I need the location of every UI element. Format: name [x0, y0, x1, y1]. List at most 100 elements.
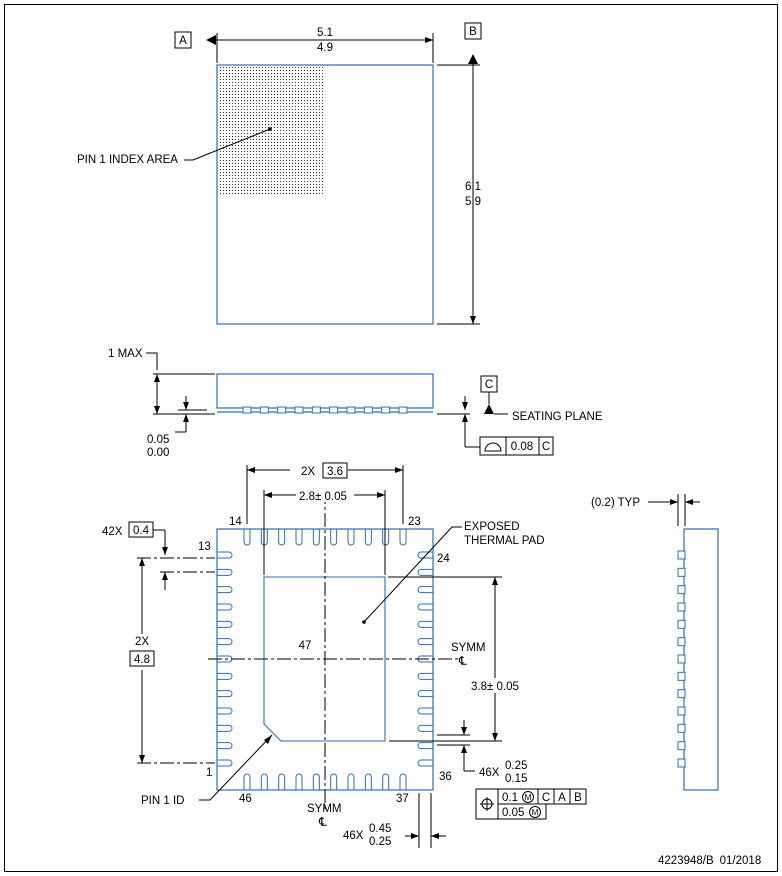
lead-right	[417, 690, 433, 698]
lead-len-arrow-bottom	[461, 745, 467, 753]
lead-right	[417, 672, 433, 680]
seating-plane-label: SEATING PLANE	[512, 411, 603, 423]
datum-b-arrow	[468, 54, 478, 64]
package-body-right-side	[683, 528, 719, 791]
lead-bottom	[278, 773, 286, 790]
lead-top	[330, 529, 338, 546]
standoff-max: 0.05	[147, 434, 169, 446]
lead-bottom	[364, 773, 372, 790]
span-count: 2X	[301, 466, 315, 478]
centerline-symbol-bottom: ℄	[318, 815, 327, 829]
standoff-arrow-bottom	[183, 414, 189, 422]
lead-bottom	[330, 773, 338, 790]
lead-top	[347, 529, 355, 546]
side-lead	[294, 406, 304, 414]
flatness-value: 0.08	[511, 441, 533, 453]
exposed-pad-leader	[363, 526, 462, 623]
standoff-min: 0.00	[147, 447, 169, 459]
lead-top	[312, 529, 320, 546]
right-side-lead	[677, 654, 686, 664]
right-side-lead	[677, 706, 686, 716]
lead-left	[217, 620, 233, 628]
pad-height-label-bg	[470, 678, 526, 693]
pin-14-label: 14	[229, 516, 242, 528]
lead-bottom	[347, 773, 355, 790]
typ-label: (0.2) TYP	[591, 497, 640, 509]
side-lead	[346, 406, 356, 414]
pin1-index-label: PIN 1 INDEX AREA	[77, 154, 178, 166]
right-side-lead	[677, 671, 686, 681]
right-side-lead	[677, 619, 686, 629]
lead-right	[417, 586, 433, 594]
package-body-side	[216, 373, 434, 409]
lead-left	[217, 568, 233, 576]
pad-width-arrow-right	[377, 492, 385, 498]
max-height-label: 1 MAX	[108, 348, 143, 360]
lead-left	[217, 742, 233, 750]
fcf-row1-tolerance: 0.1	[502, 792, 518, 804]
pin-46-label: 46	[239, 793, 252, 805]
width-arrow-right	[425, 37, 433, 43]
position-fcf-row2	[497, 803, 547, 820]
height-arrow-bottom	[470, 316, 476, 324]
lead-right	[417, 724, 433, 732]
lead-bottom	[243, 773, 251, 790]
right-side-lead	[677, 637, 686, 647]
lead-top	[278, 529, 286, 546]
side-leads	[242, 406, 408, 414]
vert-span-count: 2X	[135, 636, 149, 648]
span-box	[322, 462, 348, 479]
lead-right	[417, 742, 433, 750]
span-arrow-left	[247, 467, 255, 473]
vert-span-arrow-bottom	[139, 755, 145, 763]
lead-bottom	[312, 773, 320, 790]
mmc-icon-2-letter: M	[532, 808, 539, 817]
lead-left	[217, 707, 233, 715]
flatness-arrow-bottom	[462, 414, 468, 422]
lead-top	[364, 529, 372, 546]
right-side-lead	[677, 567, 686, 577]
bottom-view: 47 2X 3.6 2.8± 0.05 14 23 13 24 1 36 46 …	[102, 462, 587, 848]
mmc-icon-1-letter: M	[525, 793, 532, 802]
lead-w-arrow-left	[411, 833, 419, 839]
lead-len-count: 46X	[479, 767, 500, 779]
side-lead	[398, 406, 408, 414]
pad-height-arrow-top	[492, 577, 498, 585]
vert-span-value: 4.8	[134, 654, 150, 666]
symm-right-label: SYMM	[451, 642, 486, 654]
pin1-id-label: PIN 1 ID	[141, 795, 184, 807]
pin-1-label: 1	[206, 767, 212, 779]
lead-top	[295, 529, 303, 546]
lead-left	[217, 638, 233, 646]
lead-left	[217, 586, 233, 594]
centerline-symbol-right: ℄	[458, 654, 467, 668]
width-max: 5.1	[317, 27, 333, 39]
lead-len-min: 0.15	[505, 773, 527, 785]
datum-c-triangle	[484, 404, 494, 414]
lead-right	[417, 603, 433, 611]
lead-w-count: 46X	[343, 830, 364, 842]
right-side-lead	[677, 585, 686, 595]
lead-bottom	[295, 773, 303, 790]
lead-right	[417, 707, 433, 715]
typ-arrow-right	[685, 499, 693, 505]
exposed-thermal-pad	[263, 576, 386, 742]
right-side-lead	[677, 602, 686, 612]
height-max: 6.1	[465, 181, 481, 193]
lead-top	[243, 529, 251, 546]
profile-surface-icon	[484, 442, 502, 452]
exposed-pad-dot	[362, 620, 366, 624]
lead-left	[217, 690, 233, 698]
exposed-pad-label-2: THERMAL PAD	[464, 535, 545, 547]
pad-width-label-bg	[296, 487, 354, 502]
flatness-arrow-top	[462, 402, 468, 410]
lead-left	[217, 672, 233, 680]
lead-right	[417, 568, 433, 576]
fcf-row1-datum-3: B	[574, 792, 582, 804]
exposed-pad-label-1: EXPOSED	[464, 521, 520, 533]
lead-left	[217, 603, 233, 611]
typ-arrow-left	[670, 499, 678, 505]
side-lead	[363, 406, 373, 414]
